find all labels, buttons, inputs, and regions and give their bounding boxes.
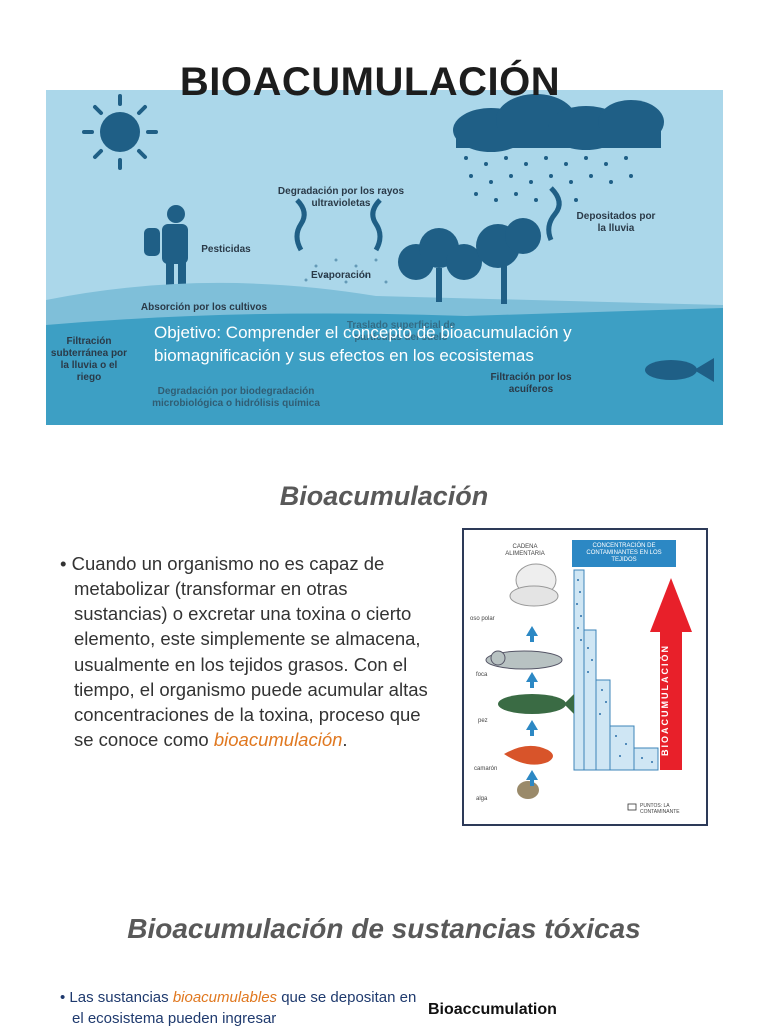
bioaccumulation-figure: CADENA ALIMENTARIA CONCENTRACIÓN DE CONT… (462, 528, 708, 826)
seal-icon (485, 650, 563, 670)
shrimp-icon (504, 745, 553, 765)
soil-particles (304, 258, 388, 284)
label-transport: Traslado superficial de partículas del s… (346, 320, 456, 343)
evaporation-arrows (294, 186, 562, 252)
label-pesticides: Pesticidas (201, 244, 251, 255)
figure-legend: PUNTOS: LA CONTAMINANTE (640, 803, 680, 815)
arrow-label: BIOACUMULACIÓN (660, 644, 670, 756)
organism-label-algae: alga (476, 796, 488, 802)
section-title: Bioacumulación (279, 481, 489, 511)
slide-objective: Degradación por los rayos ultravioletas … (0, 0, 768, 445)
chain-arrows (526, 626, 538, 786)
organism-label-fish: pez (478, 718, 488, 724)
slide-toxic-substances: Bioacumulación de sustancias tóxicas • L… (0, 875, 768, 1027)
organism-label-shrimp: camarón (474, 766, 498, 772)
toxic-bullet: • Las sustancias bioacumulables que se d… (60, 989, 417, 1027)
toxic-bullet-start: Las sustancias (69, 989, 173, 1006)
bioaccumulation-arrow (650, 578, 692, 770)
label-evaporation: Evaporación (310, 270, 372, 281)
definition-end: . (342, 729, 348, 751)
figure-graphic (485, 563, 692, 811)
label-biodegradation: Degradación por biodegradación microbiol… (152, 386, 320, 409)
toxic-bullet-term: bioacumulables (172, 989, 278, 1006)
definition-term: bioacumulación (213, 729, 343, 751)
label-aquifer: Filtración por los acuíferos (490, 372, 572, 395)
definition-bullet: • Cuando un organismo no es capaz de met… (60, 553, 428, 751)
tree-icon (398, 218, 541, 304)
objective-text: Objetivo: Comprender el concepto de bioa… (154, 323, 572, 365)
polar-bear-icon (509, 563, 559, 607)
label-degradation: Degradación por los rayos ultravioletas (277, 186, 405, 209)
rain-icon (464, 156, 633, 202)
section-title: Bioacumulación de sustancias tóxicas (127, 913, 641, 944)
cloud-icon (453, 94, 664, 152)
organism-label-seal: foca (476, 672, 488, 678)
ecosystem-diagram: Degradación por los rayos ultravioletas … (46, 90, 723, 425)
toxic-bullet-end: que se depositan en el ecosistema pueden… (72, 989, 417, 1027)
algae-icon (517, 781, 539, 799)
figure-concentration-header: CONCENTRACIÓN DE CONTAMINANTES EN LOS TE… (572, 540, 676, 567)
sun-icon (82, 94, 158, 170)
definition-text: Cuando un organismo no es capaz de metab… (71, 553, 428, 751)
bioaccumulation-figure-title: Bioaccumulation (428, 1001, 557, 1018)
label-deposited: Depositados por la lluvia (576, 211, 656, 234)
ecosystem-illustration (46, 90, 723, 425)
slide-bioaccumulation: Bioacumulación • Cuando un organismo no … (0, 445, 768, 875)
label-absorption: Absorción por los cultivos (140, 302, 268, 313)
figure-chain-header: CADENA ALIMENTARIA (505, 544, 545, 557)
fish-icon (498, 694, 574, 714)
farmer-icon (144, 205, 188, 298)
organism-label-polar-bear: oso polar (470, 616, 495, 622)
page-title: BIOACUMULACIÓN (179, 60, 561, 104)
label-filtration: Filtración subterránea por la lluvia o e… (50, 336, 128, 383)
fish-icon (645, 358, 714, 382)
